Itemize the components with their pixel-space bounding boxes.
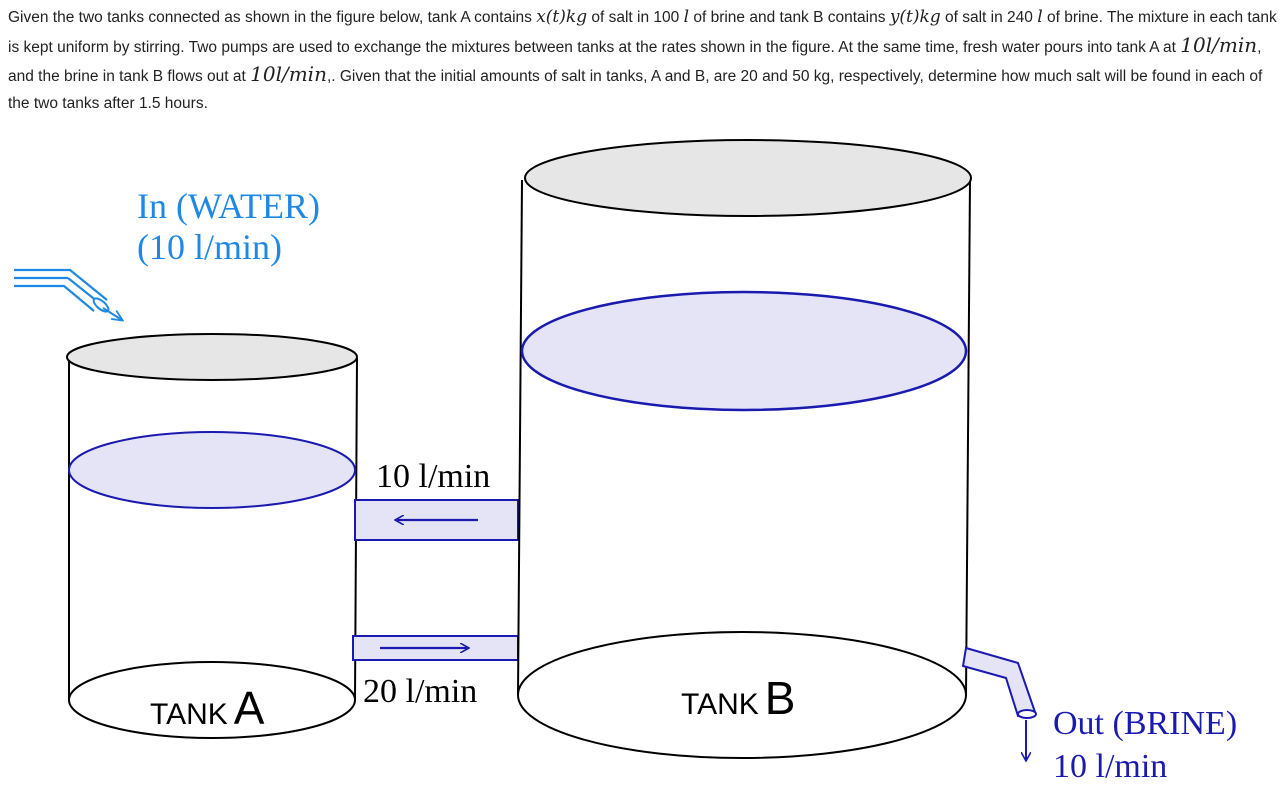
tank-a-bottom xyxy=(68,661,356,739)
problem-statement: Given the two tanks connected as shown i… xyxy=(8,4,1278,117)
problem-text: of brine and tank B contains xyxy=(689,9,890,26)
problem-text: Given the two tanks connected as shown i… xyxy=(8,9,537,26)
pipe-bottom xyxy=(352,635,519,661)
pipe-top-rate: 10 l/min xyxy=(376,458,490,495)
math-x-of-t: x(t)kg xyxy=(536,7,588,27)
tank-b-bottom xyxy=(517,631,967,759)
outlet-label-2: 10 l/min xyxy=(1053,748,1167,785)
pipe-top xyxy=(354,499,519,541)
outlet-label-1: Out (BRINE) xyxy=(1053,705,1237,742)
math-outflow-rate: 10l/min xyxy=(250,62,327,86)
tank-b xyxy=(517,139,972,759)
tank-a xyxy=(66,333,358,739)
inflow-arrow-icon xyxy=(102,307,122,320)
inlet-label-1: In (WATER) xyxy=(137,186,320,226)
tank-a-liquid-surface xyxy=(68,431,356,509)
problem-text: of brine. The mixture in each tank is ke… xyxy=(8,9,1277,56)
inlet-label-2: (10 l/min) xyxy=(137,227,282,267)
math-liter: l xyxy=(1037,7,1043,27)
tank-a-top xyxy=(66,333,358,381)
tank-b-liquid-surface xyxy=(520,290,968,412)
problem-text: , and the brine in tank B flows out at xyxy=(8,38,1262,86)
problem-text: ,. Given that the initial amounts of sal… xyxy=(8,68,1263,112)
problem-text: of salt in 240 xyxy=(940,9,1038,26)
inlet-pipe xyxy=(14,268,122,320)
math-liter: l xyxy=(683,7,690,27)
tank-b-top xyxy=(524,139,972,217)
math-y-of-t: y(t)kg xyxy=(889,7,941,27)
outlet-pipe xyxy=(961,646,1037,760)
problem-text: of salt in 100 xyxy=(587,9,684,26)
pipe-bottom-rate: 20 l/min xyxy=(363,673,477,710)
math-inflow-rate: 10l/min xyxy=(1180,32,1258,57)
